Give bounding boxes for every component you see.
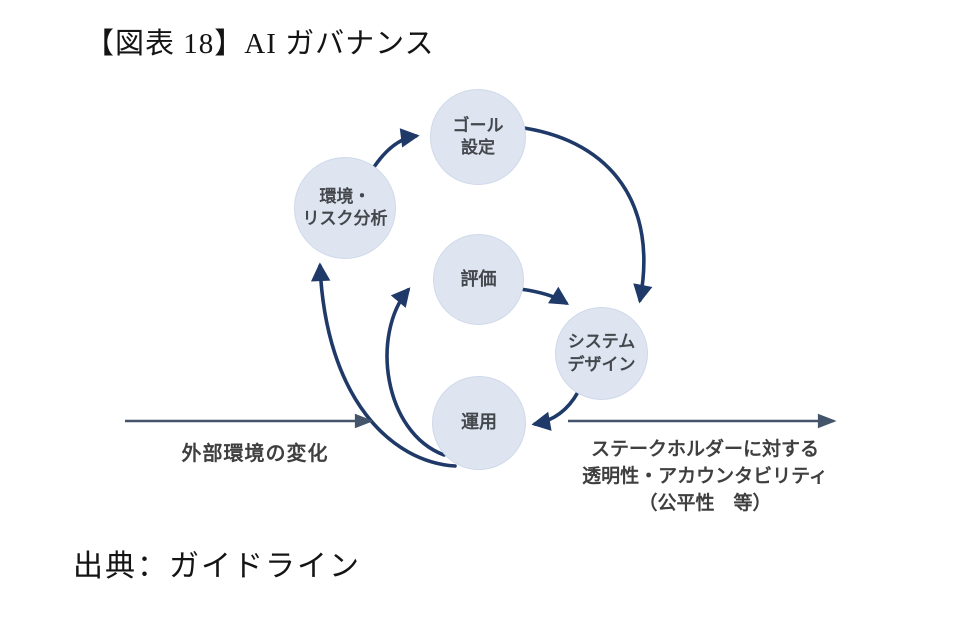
stakeholder-label-line2: 透明性・アカウンタビリティ — [582, 466, 828, 487]
stakeholder-label-line3: （公平性 等） — [638, 493, 772, 514]
stakeholder-label: ステークホルダーに対する 透明性・アカウンタビリティ （公平性 等） — [560, 436, 850, 517]
node-operation: 運用 — [432, 376, 526, 470]
node-label: 設定 — [461, 138, 495, 157]
node-label: システム — [567, 332, 636, 352]
node-goal-setting: ゴール 設定 — [430, 89, 526, 185]
node-system-design: システム デザイン — [555, 307, 648, 400]
node-label: 評価 — [460, 268, 497, 289]
figure-title: 【図表 18】AI ガバナンス — [85, 28, 435, 60]
stakeholder-label-line1: ステークホルダーに対する — [590, 439, 819, 460]
arrow-env-to-goal — [370, 128, 420, 172]
external-environment-label: 外部環境の変化 — [181, 443, 329, 465]
node-label: ゴール — [452, 115, 504, 135]
node-label: 運用 — [461, 412, 497, 433]
arrow-eval-to-system — [518, 286, 570, 305]
node-evaluation: 評価 — [433, 234, 524, 325]
node-env-risk-analysis: 環境・ リスク分析 — [294, 157, 396, 259]
node-label: 環境・ — [319, 186, 371, 206]
node-label: デザイン — [567, 354, 636, 374]
node-label: リスク分析 — [302, 209, 388, 228]
source-caption: 出典：ガイドライン — [73, 550, 361, 583]
arrow-system-to-ops — [531, 390, 580, 431]
arrow-goal-to-system — [522, 126, 653, 304]
